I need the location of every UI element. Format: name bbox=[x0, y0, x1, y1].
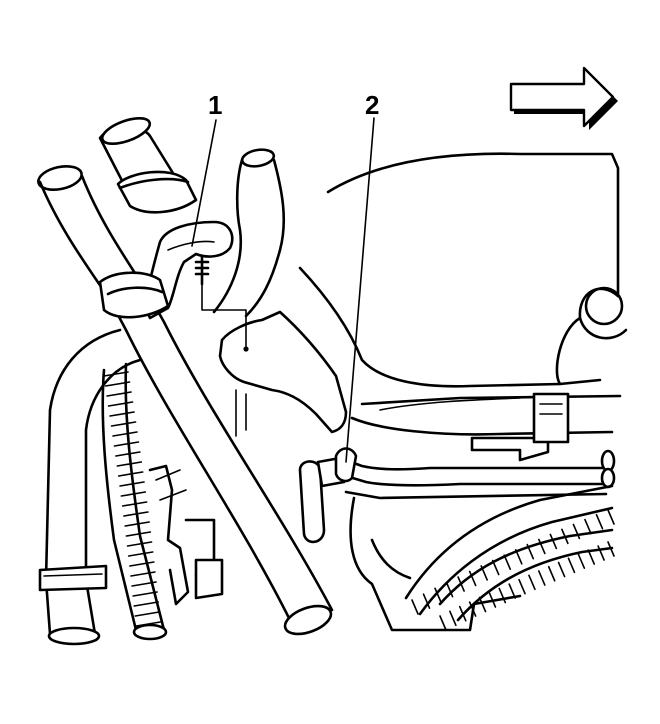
conduit-rib bbox=[126, 541, 153, 547]
conduit-rib bbox=[557, 561, 566, 578]
engine-cover bbox=[298, 152, 628, 436]
conduit-rib bbox=[115, 451, 141, 457]
conduit-rib bbox=[508, 583, 516, 599]
conduit-rib bbox=[422, 593, 431, 609]
conduit-rib bbox=[538, 570, 546, 586]
conduit-rib bbox=[119, 481, 145, 487]
conduit-rib bbox=[449, 610, 457, 627]
conduit-rib bbox=[595, 513, 604, 530]
conduit-rib bbox=[572, 523, 581, 540]
conduit-rib bbox=[112, 431, 138, 437]
conduit-rib bbox=[121, 501, 148, 507]
corrugated-conduit-right bbox=[404, 484, 615, 631]
conduit-rib bbox=[480, 565, 488, 581]
conduit-rib bbox=[498, 587, 507, 604]
conduit-rib bbox=[127, 551, 154, 557]
conduit-rib bbox=[116, 461, 143, 467]
right-arrow-icon bbox=[509, 66, 618, 130]
conduit-rib bbox=[109, 411, 135, 417]
conduit-rib bbox=[503, 554, 512, 570]
callout-leaders bbox=[191, 117, 375, 463]
right-upper-hose bbox=[212, 148, 286, 318]
upper-hose bbox=[98, 116, 198, 214]
conduit-rib bbox=[106, 391, 132, 397]
callout-label-2: 2 bbox=[365, 90, 380, 120]
conduit-rib bbox=[411, 599, 419, 615]
conduit-rib bbox=[439, 615, 447, 631]
conduit-rib bbox=[488, 592, 497, 608]
conduit-rib bbox=[597, 545, 605, 561]
retainer-clip-part-1 bbox=[142, 220, 247, 347]
conduit-rib bbox=[468, 601, 477, 617]
conduit-rib bbox=[134, 611, 161, 617]
conduit-rib bbox=[110, 421, 137, 427]
conduit-rib bbox=[607, 509, 615, 525]
conduit-rib bbox=[458, 605, 467, 622]
conduit-rib bbox=[445, 581, 454, 598]
conduit-rib bbox=[577, 553, 586, 569]
callout-label-1: 1 bbox=[208, 90, 223, 120]
conduit-rib bbox=[113, 441, 140, 447]
long-diagonal-hose bbox=[37, 165, 334, 636]
conduit-rib bbox=[587, 549, 596, 565]
corrugated-conduit-left bbox=[101, 362, 168, 641]
conduit-rib bbox=[518, 578, 526, 595]
conduit-rib bbox=[434, 587, 442, 604]
conduit-rib bbox=[526, 543, 535, 560]
conduit-rib bbox=[117, 471, 144, 477]
conduit-rib bbox=[607, 541, 615, 557]
conduit-rib bbox=[584, 518, 592, 535]
conduit-rib bbox=[468, 570, 477, 587]
conduit-rib bbox=[491, 559, 500, 576]
conduit-rib bbox=[132, 591, 158, 597]
conduit-rib bbox=[104, 381, 131, 387]
conduit-rib bbox=[129, 561, 155, 567]
conduit-rib bbox=[130, 571, 156, 577]
conduit-rib bbox=[123, 511, 149, 517]
conduit-rib bbox=[120, 491, 147, 497]
conduit-rib bbox=[133, 601, 159, 607]
lower-housing bbox=[349, 496, 522, 632]
mounting-bracket bbox=[218, 310, 348, 437]
conduit-rib bbox=[514, 549, 523, 565]
conduit-rib bbox=[547, 565, 556, 582]
pipe-assembly-part-2 bbox=[334, 392, 616, 500]
conduit-rib bbox=[131, 581, 157, 587]
sensor-connector bbox=[148, 464, 224, 606]
conduit-rib bbox=[561, 528, 569, 545]
conduit-rib bbox=[528, 574, 536, 591]
conduit-rib bbox=[538, 538, 546, 555]
left-curved-hose bbox=[38, 328, 142, 646]
conduit-rib bbox=[549, 533, 558, 550]
conduit-rib bbox=[478, 596, 487, 613]
conduit-rib bbox=[457, 576, 465, 592]
conduit-rib bbox=[107, 401, 134, 407]
conduit-rib bbox=[103, 371, 129, 377]
conduit-rib bbox=[125, 531, 152, 537]
conduit-rib bbox=[567, 557, 576, 574]
conduit-rib bbox=[124, 521, 150, 527]
